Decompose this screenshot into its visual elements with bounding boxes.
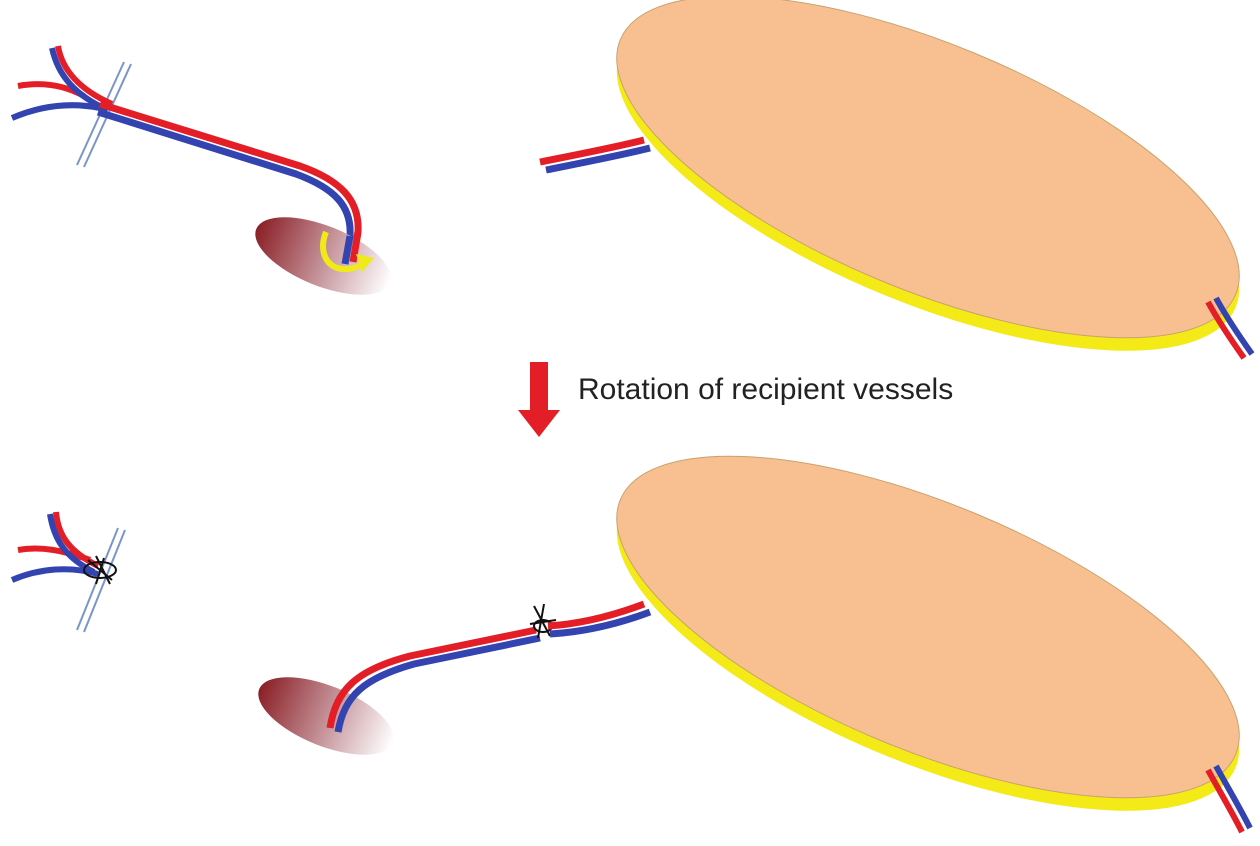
vessel-clamp-icon: [76, 527, 126, 633]
free-flap-bottom: [616, 455, 1240, 811]
flap-pedicle-right-bottom: [1205, 764, 1253, 834]
flap-pedicle-right-top: [1205, 296, 1255, 360]
flap-pedicle-top: [539, 136, 651, 174]
caption-text: Rotation of recipient vessels: [578, 373, 954, 406]
curved-rotation-arrow-icon: [320, 230, 374, 273]
pedicle-stump: [258, 677, 394, 755]
arrow-down-icon: [518, 362, 560, 437]
recipient-stump-ligated: [10, 511, 100, 583]
recipient-vessels-top: [10, 45, 362, 265]
flap-pedicle-bottom: [547, 600, 652, 638]
panel-before-rotation: [10, 0, 1255, 360]
panel-after-rotation: [10, 455, 1253, 834]
recipient-vessels-bottom: [326, 626, 541, 733]
suture-knot-icon: [83, 555, 117, 585]
free-flap-top: [616, 0, 1240, 351]
